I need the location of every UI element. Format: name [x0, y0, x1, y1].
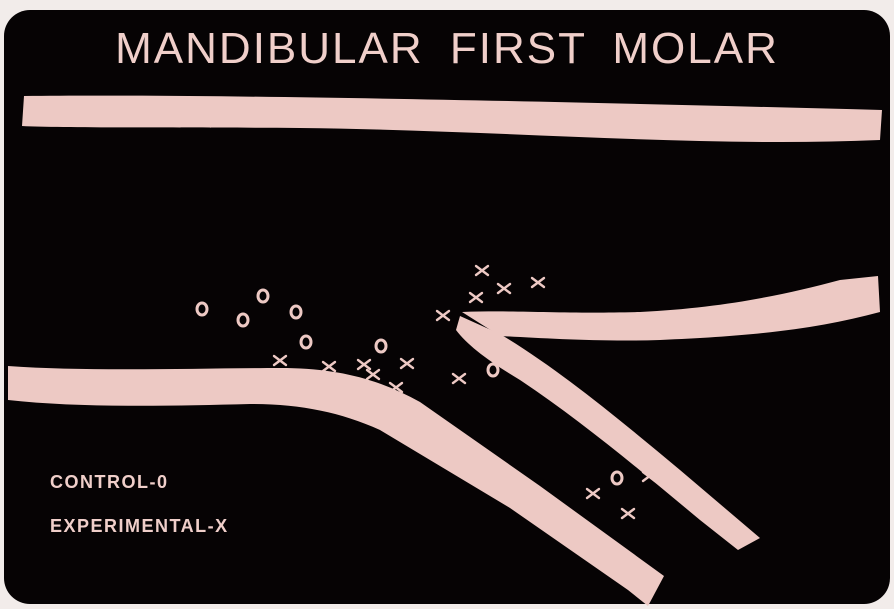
- experimental-mark: [367, 370, 379, 379]
- experimental-mark: [587, 489, 599, 498]
- right-upper-band: [462, 276, 880, 341]
- control-mark: [291, 306, 301, 318]
- control-mark: [376, 340, 386, 352]
- experimental-mark: [498, 284, 510, 293]
- control-mark: [197, 303, 207, 315]
- experimental-mark: [323, 362, 335, 371]
- right-diagonal-band: [456, 316, 760, 550]
- experimental-mark: [437, 311, 449, 320]
- legend-control: CONTROL-0: [50, 472, 169, 493]
- control-mark: [301, 336, 311, 348]
- control-mark: [488, 364, 498, 376]
- experimental-mark: [358, 360, 370, 369]
- control-mark: [238, 314, 248, 326]
- experimental-mark: [532, 278, 544, 287]
- experimental-mark: [476, 266, 488, 275]
- experimental-mark: [470, 293, 482, 302]
- experimental-mark: [274, 356, 286, 365]
- experimental-mark: [622, 509, 634, 518]
- control-mark: [612, 472, 622, 484]
- experimental-mark: [453, 374, 465, 383]
- upper-band: [22, 96, 882, 142]
- experimental-mark: [401, 359, 413, 368]
- control-mark: [258, 290, 268, 302]
- legend-experimental: EXPERIMENTAL-X: [50, 516, 229, 537]
